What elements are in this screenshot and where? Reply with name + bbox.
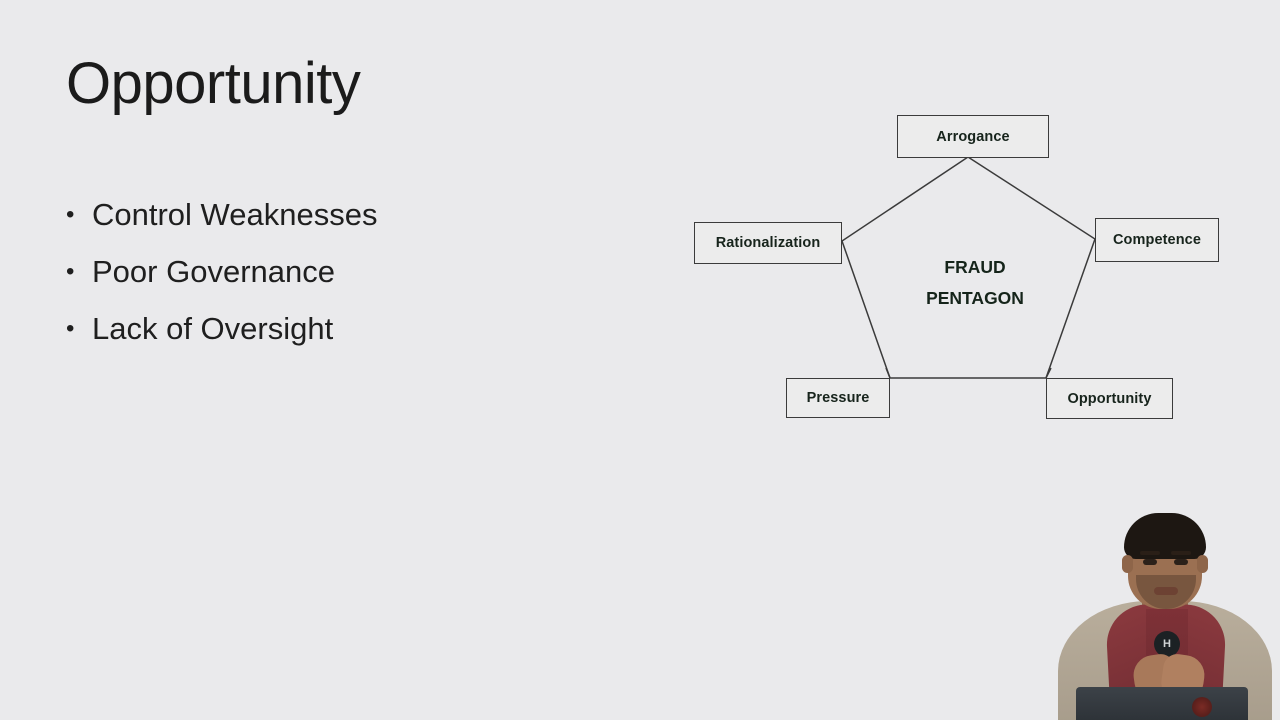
presenter-ear-right [1197, 555, 1208, 573]
presenter-eye-left [1143, 559, 1157, 565]
presenter-ear-left [1122, 555, 1133, 573]
list-item: • Lack of Oversight [66, 300, 377, 357]
center-label-line-1: FRAUD [944, 257, 1006, 277]
presenter-eyebrow-left [1140, 551, 1160, 555]
bullet-list: • Control Weaknesses • Poor Governance •… [66, 186, 377, 357]
presenter-mouth [1154, 587, 1178, 595]
fraud-pentagon-diagram: FRAUD PENTAGON Arrogance Rationalization… [680, 100, 1240, 440]
node-pressure[interactable]: Pressure [786, 378, 890, 418]
page-title: Opportunity [66, 51, 361, 116]
pentagon-stub-bottom-left [885, 367, 891, 379]
presenter-eyebrow-right [1171, 551, 1191, 555]
bullet-icon: • [66, 315, 75, 342]
node-rationalization[interactable]: Rationalization [694, 222, 842, 264]
presenter-eye-right [1174, 559, 1188, 565]
list-item-label: Poor Governance [92, 254, 335, 289]
node-competence[interactable]: Competence [1095, 218, 1219, 262]
node-opportunity-label: Opportunity [1067, 390, 1152, 407]
presenter-hair [1124, 513, 1206, 559]
microphone-icon: H [1154, 631, 1180, 657]
laptop-logo-icon [1192, 697, 1212, 717]
pentagon-stub-bottom-right [1045, 367, 1052, 379]
list-item: • Poor Governance [66, 243, 377, 300]
presenter-video-overlay: H [1050, 505, 1280, 720]
list-item-label: Lack of Oversight [92, 311, 334, 346]
node-rationalization-label: Rationalization [715, 235, 821, 251]
node-competence-label: Competence [1112, 232, 1202, 248]
node-opportunity[interactable]: Opportunity [1046, 378, 1173, 419]
diagram-center-label: FRAUD PENTAGON [905, 252, 1045, 314]
bullet-icon: • [66, 258, 75, 285]
center-label-line-2: PENTAGON [926, 288, 1024, 308]
pentagon-shape [841, 156, 1096, 379]
bullet-icon: • [66, 201, 75, 228]
list-item-label: Control Weaknesses [92, 197, 378, 232]
node-arrogance-label: Arrogance [936, 128, 1010, 145]
list-item: • Control Weaknesses [66, 186, 377, 243]
node-pressure-label: Pressure [806, 390, 870, 406]
node-arrogance[interactable]: Arrogance [897, 115, 1049, 158]
laptop [1076, 687, 1248, 720]
